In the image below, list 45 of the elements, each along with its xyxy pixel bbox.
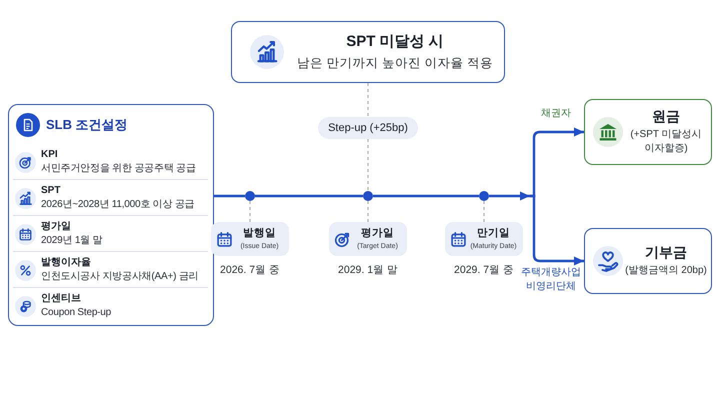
condition-text: 인천도시공사 지방공사채(AA+) 금리 [41,270,200,283]
condition-title: 발행이자율 [41,256,91,269]
result-title: 기부금 [645,244,687,261]
arrow [530,128,584,198]
timeline-dot [245,191,255,201]
step-up-tag: Step-up (+25bp) [318,117,418,139]
date-card [445,222,523,256]
timeline-dot [479,191,489,201]
result-box [584,99,712,165]
dashed-line [483,201,485,222]
condition-text: 2029년 1월 말 [41,234,104,247]
conditions-panel [8,104,214,326]
connector-line [214,194,245,198]
condition-title: SPT [41,184,60,197]
condition-title: 평가일 [41,220,71,233]
result-text: (발행금액의 20bp) [625,264,707,278]
date-text: 2026. 7월 중 [219,264,281,277]
connector-line [373,194,479,198]
date-title: 발행일 [243,227,276,240]
connector-line [255,194,363,198]
callout-box [231,21,505,83]
dashed-line [367,201,369,222]
timeline-dot [363,191,373,201]
arrow [530,194,584,266]
condition-text: Coupon Step-up [41,306,112,319]
date-title: 평가일 [361,227,394,240]
result-box [584,228,712,294]
condition-text: 서민주거안정을 위한 공공주택 공급 [41,162,197,175]
dashed-line [367,83,369,117]
result-title: 원금 [652,108,680,125]
callout-title: SPT 미달성 시 [346,33,444,51]
dashed-line [249,201,251,222]
date-card [329,222,407,256]
condition-text: 2026년~2028년 11,000호 이상 공급 [41,198,196,211]
callout-text: 남은 만기까지 높아진 이자율 적용 [297,55,493,71]
date-card [211,222,289,256]
arrow [489,192,530,200]
date-text: 2029. 1월 말 [337,264,399,277]
dashed-line [367,139,369,191]
condition-title: KPI [41,148,58,161]
date-title: 만기일 [477,227,510,240]
result-text: (+SPT 미달성시 이자할증) [629,128,703,156]
panel-title: SLB 조건설정 [46,117,128,133]
date-text: 2029. 7월 중 [453,264,515,277]
condition-title: 인센티브 [41,292,81,305]
